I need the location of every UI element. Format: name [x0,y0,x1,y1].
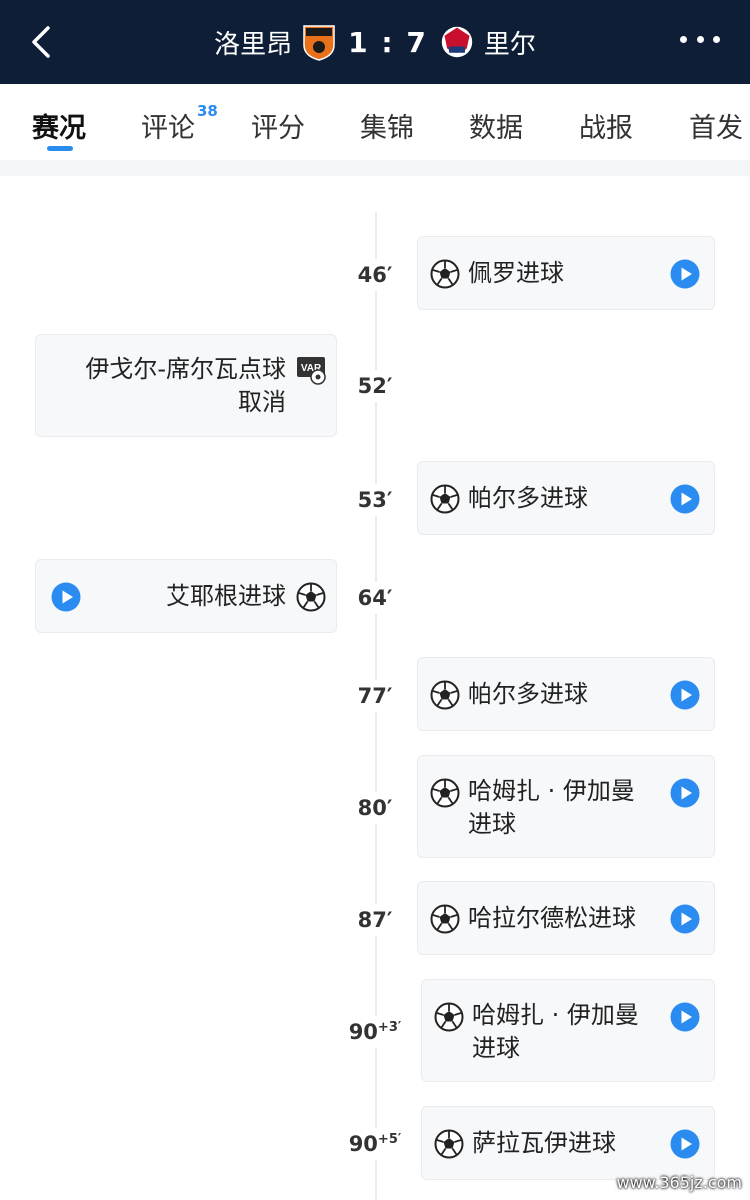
soccer-ball-icon [430,904,460,934]
event-minute-base: 90 [348,1020,378,1044]
play-video-icon[interactable] [670,1002,700,1032]
event-card-away[interactable]: 哈姆扎 · 伊加曼 进球 [417,755,715,858]
play-video-icon[interactable] [670,484,700,514]
event-minute-extra: +5′ [377,1132,402,1147]
event-text-line1: 伊戈尔-席尔瓦点球 [85,355,286,383]
event-minute: 90+3′ [342,1016,408,1048]
event-card-home[interactable]: 伊戈尔-席尔瓦点球 取消 VAR [35,334,337,437]
event-minute: 46′ [345,259,405,291]
away-team-crest-icon[interactable] [440,23,474,61]
event-minute: 87′ [345,904,405,936]
event-text: 帕尔多进球 [468,484,588,512]
event-text-line1: 哈姆扎 · 伊加曼 [468,777,635,805]
scoreboard: 洛里昂 1 : 7 里尔 [0,0,750,84]
away-team-name[interactable]: 里尔 [483,29,536,60]
play-video-icon[interactable] [670,259,700,289]
tab-comments-label: 评论 [141,113,195,144]
event-minute-extra: +3′ [377,1020,402,1035]
event-text-line2: 进球 [468,810,516,838]
event-card-away[interactable]: 佩罗进球 [417,236,715,310]
play-video-icon[interactable] [51,582,81,612]
soccer-ball-icon [430,778,460,808]
tab-ratings[interactable]: 评分 [251,113,305,144]
tab-bar: 赛况 评论 38 评分 集锦 数据 战报 首发 [0,84,750,160]
match-score: 1 : 7 [348,25,428,59]
match-header: 洛里昂 1 : 7 里尔 [0,0,750,84]
soccer-ball-icon [434,1002,464,1032]
event-text: 帕尔多进球 [468,680,588,708]
home-team-name[interactable]: 洛里昂 [214,29,293,60]
soccer-ball-icon [430,259,460,289]
event-text: 艾耶根进球 [166,582,286,610]
event-text-line2: 进球 [472,1034,520,1062]
event-card-away[interactable]: 哈拉尔德松进球 [417,881,715,955]
tab-report[interactable]: 战报 [579,113,633,144]
event-minute: 80′ [345,792,405,824]
event-text-line1: 哈姆扎 · 伊加曼 [472,1001,639,1029]
event-text: 佩罗进球 [468,259,564,287]
event-card-away[interactable]: 帕尔多进球 [417,461,715,535]
tab-comments[interactable]: 评论 38 [141,102,218,145]
home-team-crest-icon[interactable] [302,23,336,61]
tab-highlights[interactable]: 集锦 [360,113,414,144]
play-video-icon[interactable] [670,778,700,808]
event-text-line2: 取消 [238,388,286,416]
soccer-ball-icon [430,484,460,514]
svg-text:VAR: VAR [301,363,322,374]
event-card-away[interactable]: 帕尔多进球 [417,657,715,731]
tab-stats[interactable]: 数据 [469,113,523,144]
soccer-ball-icon [430,680,460,710]
play-video-icon[interactable] [670,680,700,710]
event-card-away[interactable]: 哈姆扎 · 伊加曼 进球 [421,979,715,1082]
active-tab-indicator [47,146,73,151]
event-text: 哈拉尔德松进球 [468,904,636,932]
tab-lineups[interactable]: 首发 [689,113,743,144]
event-minute: 77′ [345,680,405,712]
event-text: 萨拉瓦伊进球 [472,1129,616,1157]
soccer-ball-icon [296,582,326,612]
event-card-home[interactable]: 艾耶根进球 [35,559,337,633]
event-minute: 53′ [345,484,405,516]
play-video-icon[interactable] [670,1129,700,1159]
event-card-away[interactable]: 萨拉瓦伊进球 [421,1106,715,1180]
more-options-icon[interactable] [680,36,720,48]
event-minute: 52′ [345,370,405,402]
event-minute-base: 90 [348,1132,378,1156]
var-check-icon: VAR [297,357,326,385]
play-video-icon[interactable] [670,904,700,934]
comments-count-badge: 38 [197,102,218,120]
back-arrow-icon[interactable] [24,24,60,60]
site-watermark: www.365jz.com [616,1173,742,1192]
tabs-divider [0,160,750,176]
tab-overview[interactable]: 赛况 [32,113,86,144]
soccer-ball-icon [434,1129,464,1159]
event-minute: 64′ [345,582,405,614]
event-minute: 90+5′ [342,1128,408,1160]
